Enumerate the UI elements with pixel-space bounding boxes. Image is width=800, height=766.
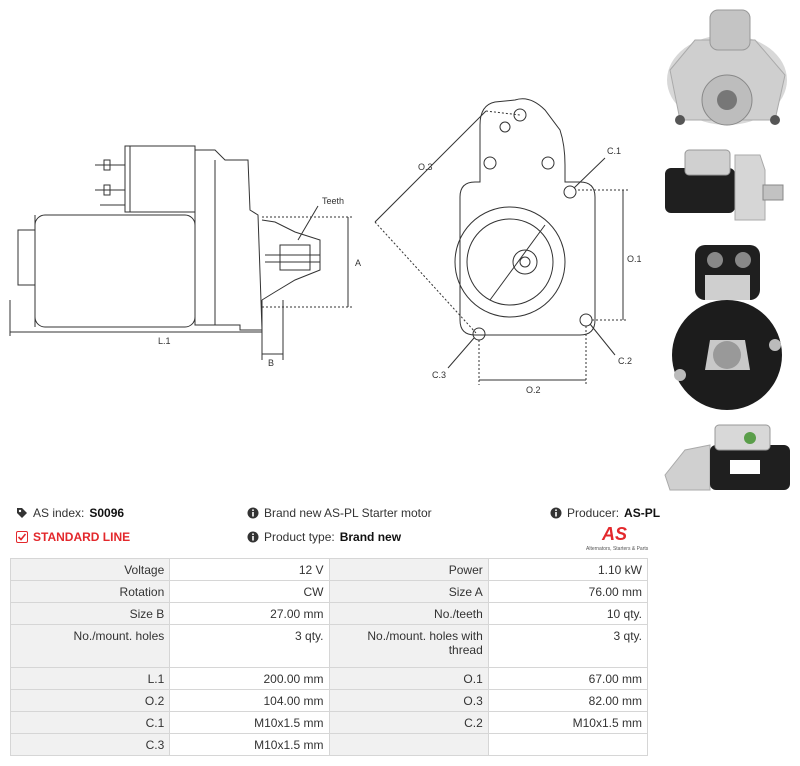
producer-value: AS-PL [624,506,661,520]
spec-key: L.1 [9,667,171,690]
spec-key: Size A [328,580,489,603]
spec-value [487,733,649,756]
spec-value: M10x1.5 mm [169,733,330,756]
spec-key: Rotation [9,580,171,603]
spec-key: O.2 [9,689,171,712]
info-icon [247,531,259,543]
spec-value: M10x1.5 mm [169,711,330,734]
label-c1: C.1 [607,146,621,156]
table-row: L.1 200.00 mm O.1 67.00 mm [9,667,649,690]
spec-key: Size B [9,602,171,625]
spec-value: 3 qty. [169,624,330,668]
spec-table: Voltage 12 V Power 1.10 kW Rotation CW S… [9,558,649,756]
technical-drawing: Teeth A B L.1 O.3 C.1 O.1 C.2 C.3 O.2 [9,98,642,395]
product-type-label: Product type: [264,530,335,544]
as-logo: AS Alternators, Starters & Parts [586,524,649,552]
product-photos [655,0,800,495]
as-index: AS index: S0096 [16,506,124,520]
spec-value: 104.00 mm [169,689,330,712]
spec-key: No./mount. holes [9,624,171,668]
table-row: Rotation CW Size A 76.00 mm [9,580,649,603]
label-o2: O.2 [526,385,541,395]
checkbox-icon [16,531,28,543]
svg-text:AS: AS [601,524,627,544]
label-b: B [268,358,274,368]
table-row: C.3 M10x1.5 mm [9,733,649,756]
spec-key [328,733,489,756]
table-row: Size B 27.00 mm No./teeth 10 qty. [9,602,649,625]
product-info: AS index: S0096 Brand new AS-PL Starter … [0,500,660,560]
product-type: Product type: Brand new [247,530,401,544]
table-row: Voltage 12 V Power 1.10 kW [9,558,649,581]
spec-key: C.3 [9,733,171,756]
spec-key: Power [328,558,489,581]
label-o3: O.3 [418,162,433,172]
spec-value: M10x1.5 mm [487,711,649,734]
producer-label: Producer: [567,506,620,520]
spec-value: 27.00 mm [169,602,330,625]
flange-outline [459,98,596,336]
description: Brand new AS-PL Starter motor [247,506,432,520]
spec-value: 76.00 mm [487,580,649,603]
tag-icon [17,508,27,518]
label-c2: C.2 [618,356,632,366]
motor-body [34,214,196,328]
spec-value: 3 qty. [487,624,649,668]
description-text: Brand new AS-PL Starter motor [264,506,432,520]
spec-key: C.1 [9,711,171,734]
spec-value: 82.00 mm [487,689,649,712]
label-o1: O.1 [627,254,642,264]
standard-line-text: STANDARD LINE [33,530,131,544]
product-type-value: Brand new [339,530,402,544]
producer: Producer: AS-PL [550,506,660,520]
table-row: O.2 104.00 mm O.3 82.00 mm [9,689,649,712]
solenoid [124,145,196,213]
spec-key: Voltage [9,558,171,581]
label-a: A [355,258,361,268]
table-row: C.1 M10x1.5 mm C.2 M10x1.5 mm [9,711,649,734]
spec-key: C.2 [328,711,489,734]
photo-rear-view[interactable] [655,240,800,415]
spec-value: 10 qty. [487,602,649,625]
spec-value: 12 V [169,558,330,581]
spec-value: 67.00 mm [487,667,649,690]
spec-value: 1.10 kW [487,558,649,581]
spec-key: O.1 [328,667,489,690]
as-index-label: AS index: [33,506,85,520]
spec-value: CW [169,580,330,603]
label-l1: L.1 [158,336,171,346]
as-index-value: S0096 [89,506,125,520]
info-icon [247,507,259,519]
spec-value: 200.00 mm [169,667,330,690]
spec-key: No./teeth [328,602,489,625]
standard-line: STANDARD LINE [16,530,130,544]
spec-key: No./mount. holes with thread [328,624,489,668]
photo-top-view[interactable] [655,420,800,495]
svg-text:Alternators, Starters & Parts: Alternators, Starters & Parts [586,546,649,552]
info-icon [550,507,562,519]
label-teeth: Teeth [322,196,344,206]
table-row: No./mount. holes 3 qty. No./mount. holes… [9,624,649,668]
spec-key: O.3 [328,689,489,712]
label-c3: C.3 [432,370,446,380]
photo-front-view[interactable] [655,0,800,140]
photo-side-view[interactable] [655,140,800,235]
